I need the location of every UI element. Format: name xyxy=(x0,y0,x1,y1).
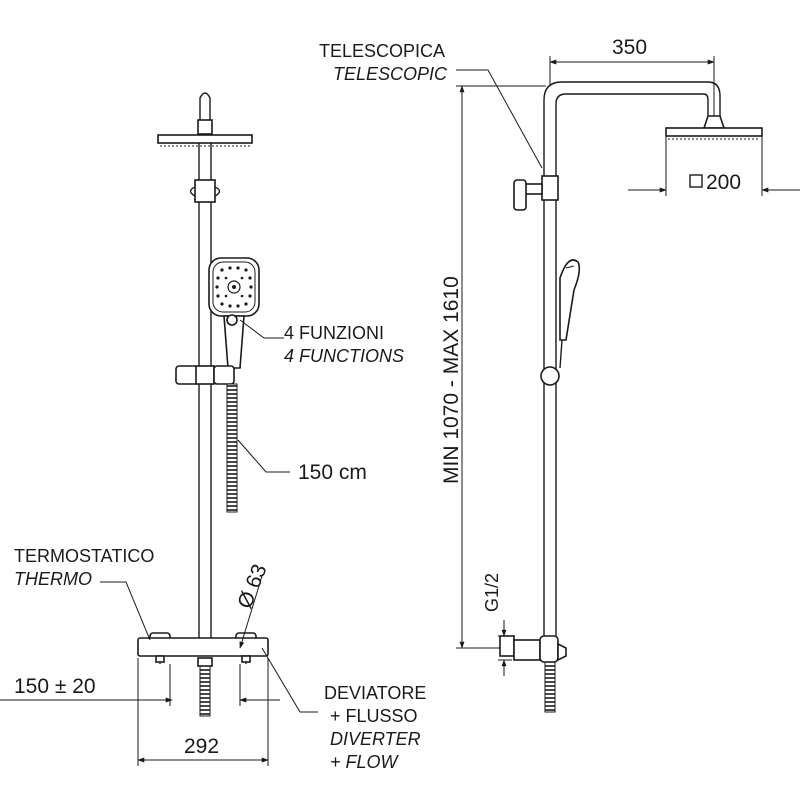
dim-height-label: MIN 1070 - MAX 1610 xyxy=(440,276,463,484)
front-telescopic-joint xyxy=(194,179,216,203)
label-termostatico: TERMOSTATICO xyxy=(14,546,154,566)
square-symbol xyxy=(689,174,703,188)
side-mixer xyxy=(499,635,567,713)
front-rain-head xyxy=(157,134,253,144)
front-view xyxy=(0,92,318,766)
side-view xyxy=(456,56,800,713)
label-telescopica: TELESCOPICA xyxy=(319,41,445,61)
front-head-connector xyxy=(197,119,213,135)
hose xyxy=(226,383,238,513)
leader-functions xyxy=(239,319,284,339)
leader-thermo xyxy=(100,581,151,641)
dim-350-label: 350 xyxy=(612,36,647,59)
label-flow: + FLOW xyxy=(330,752,400,772)
label-thermo: THERMO xyxy=(14,569,92,589)
dim-g12-label: G1/2 xyxy=(482,573,502,612)
leader-telescopic xyxy=(456,69,543,169)
label-funzioni: 4 FUNZIONI xyxy=(284,323,384,343)
label-deviatore: DEVIATORE xyxy=(324,683,426,703)
dim-63-label: Ø 63 xyxy=(233,561,271,612)
label-hose-length: 150 cm xyxy=(298,461,367,484)
dim-200-label: 200 xyxy=(706,171,741,194)
thermostatic-mixer xyxy=(137,632,269,717)
label-flusso: + FLUSSO xyxy=(330,706,418,726)
front-arm-top xyxy=(199,92,211,120)
dim-150-label: 150 ± 20 xyxy=(14,675,96,698)
leader-diverter xyxy=(261,647,318,713)
label-functions: 4 FUNCTIONS xyxy=(284,346,404,366)
dim-292-label: 292 xyxy=(184,735,219,758)
label-diverter: DIVERTER xyxy=(330,729,421,749)
leader-hose xyxy=(237,439,290,473)
label-telescopic: TELESCOPIC xyxy=(333,64,448,84)
slider-bracket xyxy=(175,365,235,385)
hand-shower xyxy=(208,257,260,369)
